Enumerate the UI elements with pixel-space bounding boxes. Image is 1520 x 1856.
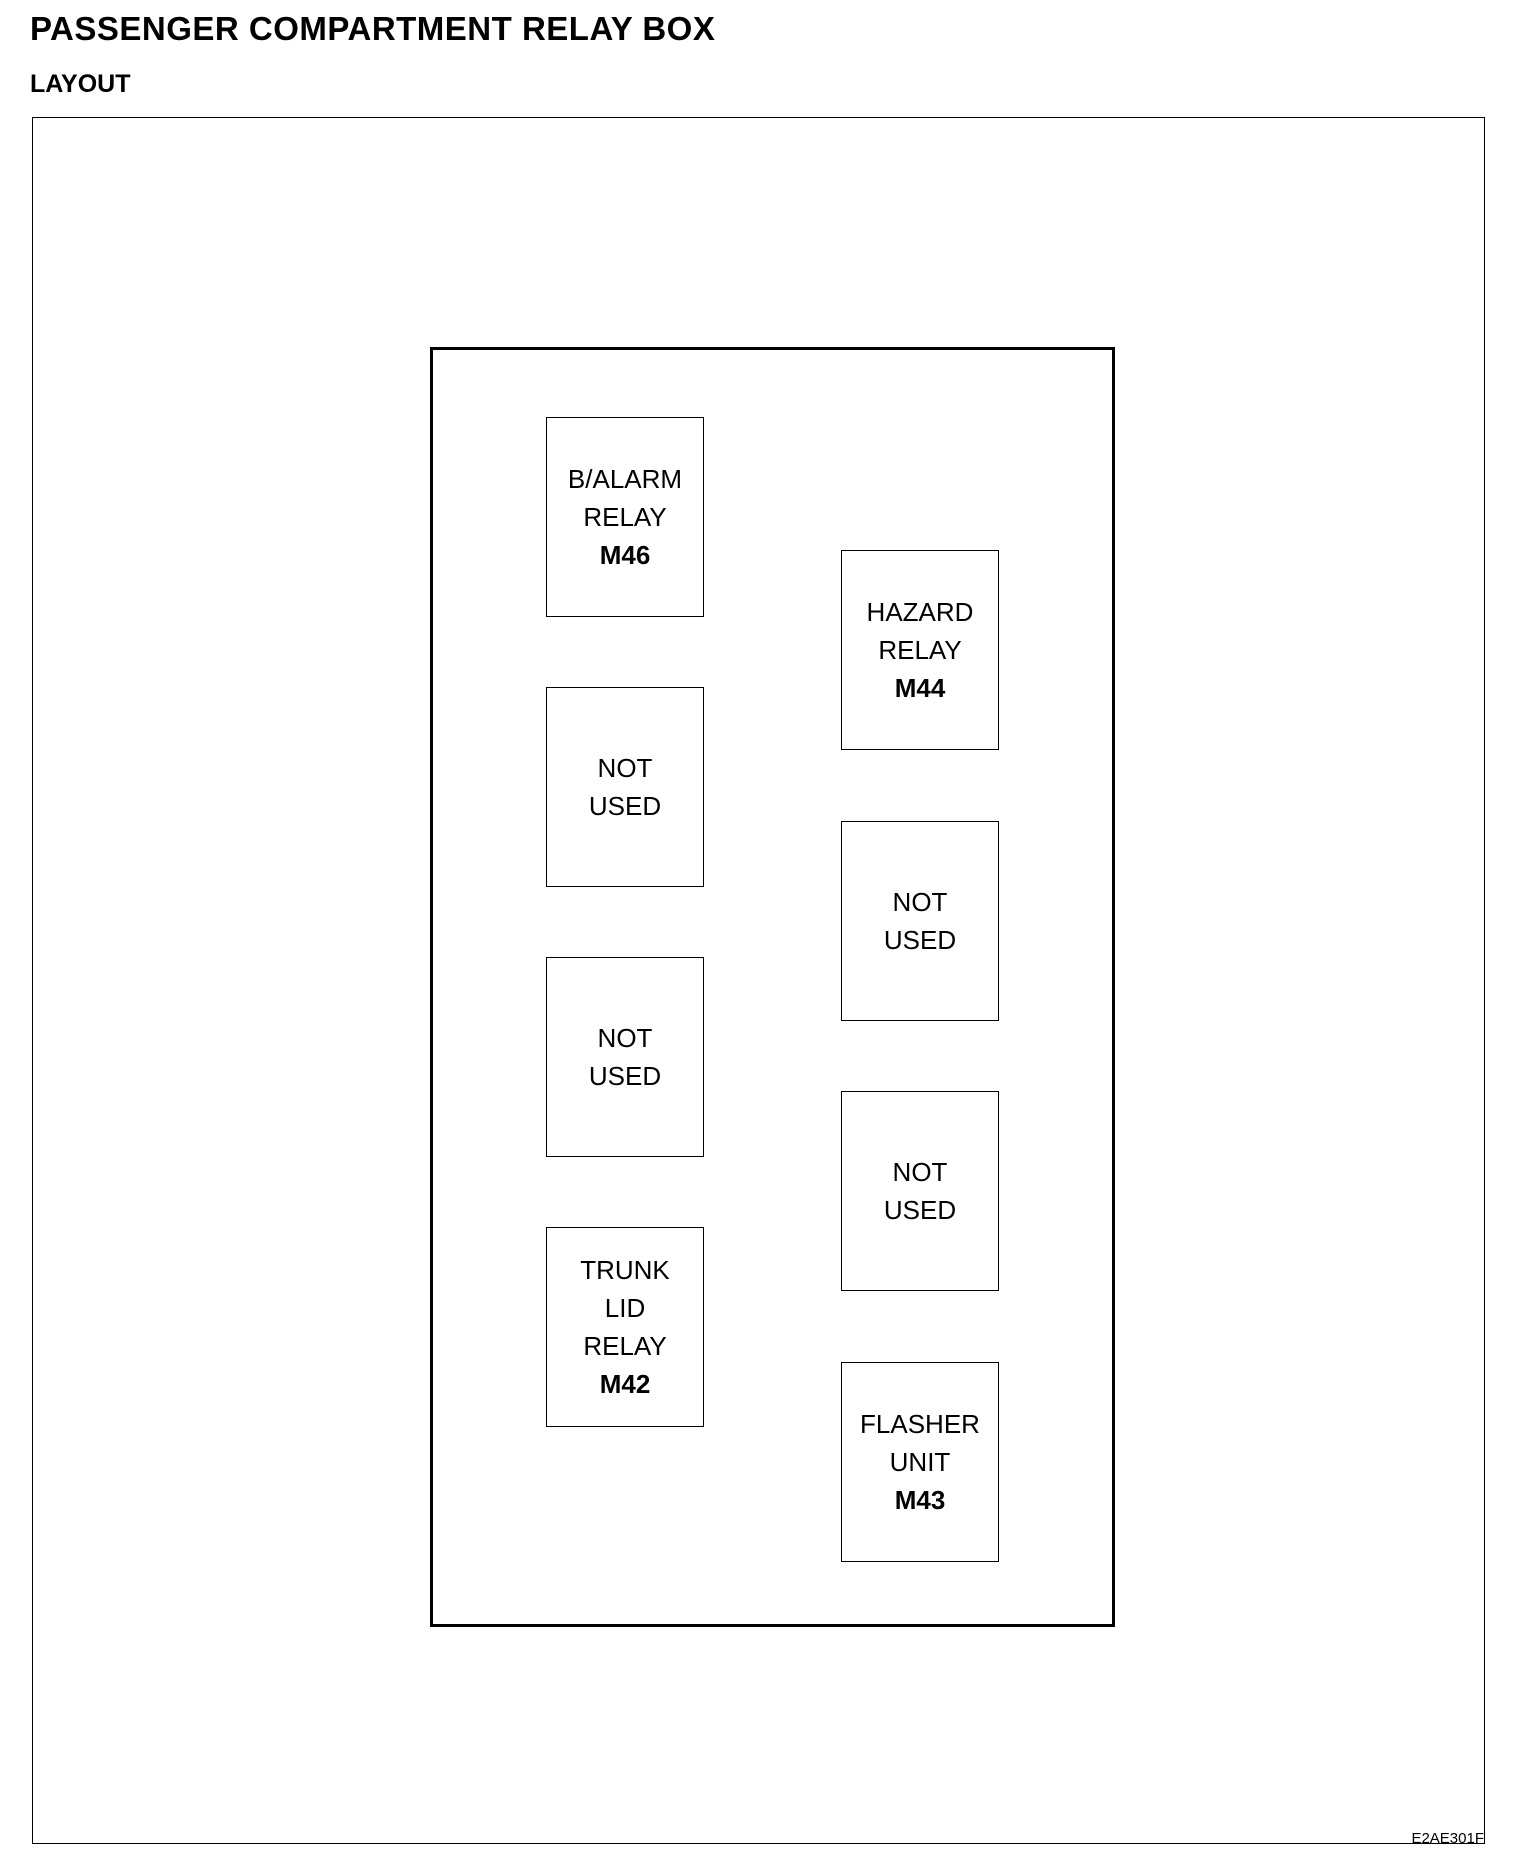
relay-label-line: LID — [604, 1293, 646, 1323]
relay-hazard: HAZARD RELAY M44 — [841, 550, 999, 750]
relay-label-line: USED — [588, 791, 662, 821]
relay-label-line: B/ALARM — [567, 464, 683, 494]
relay-label-line: RELAY — [878, 635, 962, 665]
relay-label-line: RELAY — [583, 1331, 667, 1361]
relay-box-housing — [430, 347, 1115, 1627]
relay-b-alarm: B/ALARM RELAY M46 — [546, 417, 704, 617]
figure-reference-code: E2AE301F — [1411, 1830, 1484, 1847]
relay-label-line: UNIT — [889, 1447, 951, 1477]
relay-flasher-unit: FLASHER UNIT M43 — [841, 1362, 999, 1562]
relay-label-line: USED — [883, 925, 957, 955]
relay-label-line: RELAY — [583, 502, 667, 532]
page-title: PASSENGER COMPARTMENT RELAY BOX — [30, 10, 716, 47]
relay-label-line: NOT — [597, 753, 653, 783]
section-subtitle: LAYOUT — [30, 70, 131, 98]
diagram-frame — [32, 117, 1485, 1844]
relay-label-line: FLASHER — [860, 1409, 980, 1439]
relay-label-line: TRUNK — [580, 1255, 670, 1285]
relay-label-line: USED — [588, 1061, 662, 1091]
relay-code: M46 — [599, 540, 651, 570]
relay-label-line: NOT — [892, 887, 948, 917]
relay-code: M42 — [599, 1369, 651, 1399]
relay-not-used-left-2: NOT USED — [546, 957, 704, 1157]
relay-trunk-lid: TRUNK LID RELAY M42 — [546, 1227, 704, 1427]
relay-label-line: NOT — [597, 1023, 653, 1053]
relay-code: M43 — [894, 1485, 946, 1515]
relay-not-used-left-1: NOT USED — [546, 687, 704, 887]
relay-not-used-right-2: NOT USED — [841, 1091, 999, 1291]
relay-label-line: HAZARD — [866, 597, 974, 627]
relay-not-used-right-1: NOT USED — [841, 821, 999, 1021]
relay-label-line: USED — [883, 1195, 957, 1225]
relay-label-line: NOT — [892, 1157, 948, 1187]
relay-code: M44 — [894, 673, 946, 703]
